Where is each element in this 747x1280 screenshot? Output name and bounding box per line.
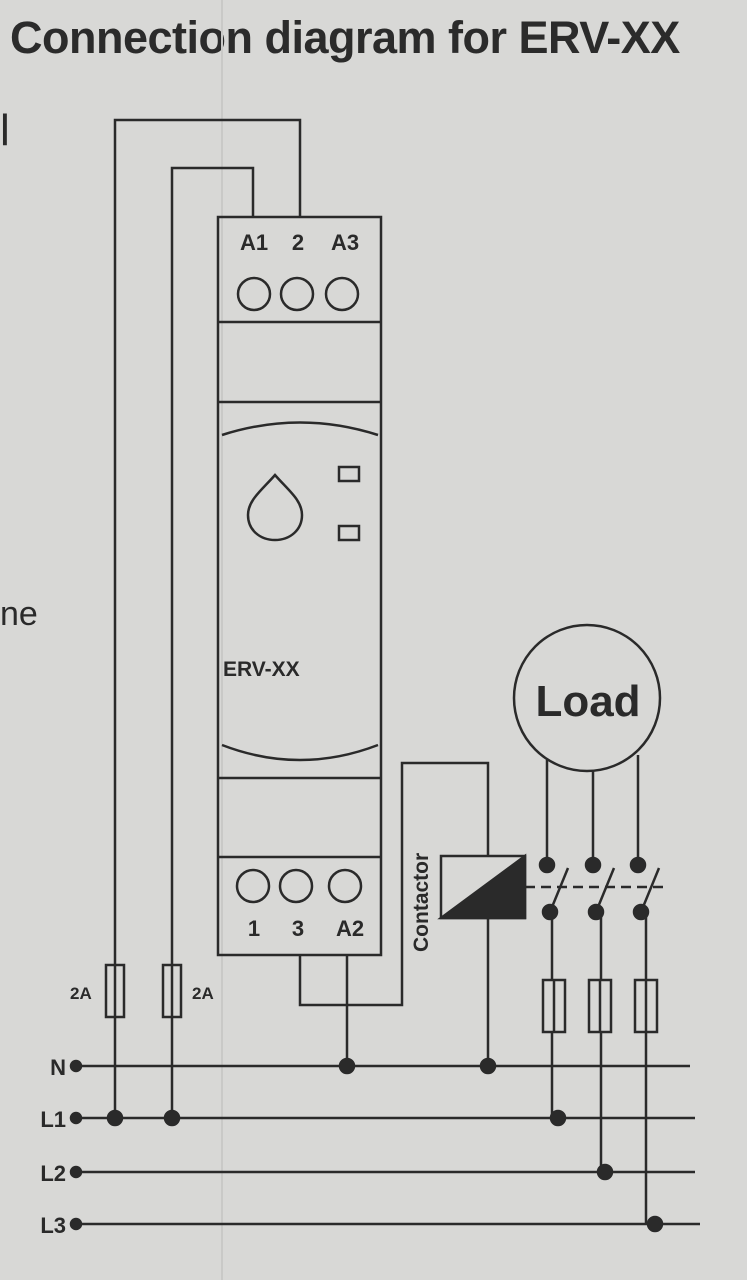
- load-label: Load: [535, 677, 640, 726]
- margin-fragment-middle: ne: [0, 595, 38, 633]
- load-feeders: [541, 912, 664, 1233]
- line-l1-label: L1: [40, 1107, 66, 1132]
- contactor-main-contacts: [525, 856, 664, 921]
- terminal-2-screw: [279, 276, 315, 312]
- line-n-label: N: [50, 1055, 66, 1080]
- page-title: Connection diagram for ERV-XX: [10, 12, 680, 63]
- control-fuses: 2A 2A: [70, 963, 214, 1019]
- terminal-2-label: 2: [292, 230, 304, 255]
- status-led-icon: [337, 524, 361, 542]
- device-name-label: ERV-XX: [223, 658, 300, 681]
- junction-dot: [106, 1109, 124, 1127]
- load: Load: [512, 623, 662, 865]
- terminal-3-screw: [278, 868, 314, 904]
- terminal-3-label: 3: [292, 916, 304, 941]
- margin-fragment-top: l: [0, 106, 10, 155]
- supply-bus: N L1 L2 L3: [40, 1055, 700, 1238]
- relay-device: A1 2 A3 ERV-XX 1 3 A2: [216, 215, 383, 957]
- junction-dot: [163, 1109, 181, 1127]
- front-cover-bottom-arc: [221, 743, 379, 762]
- setting-knob-icon: [246, 473, 304, 542]
- line-l3-label: L3: [40, 1213, 66, 1238]
- status-led-icon: [337, 465, 361, 483]
- terminal-a3-screw: [324, 276, 360, 312]
- terminal-a2-label: A2: [336, 916, 364, 941]
- junction-dot: [479, 1057, 497, 1075]
- contactor-label: Contactor: [410, 853, 433, 952]
- terminal-a1-label: A1: [240, 230, 268, 255]
- terminal-a2-screw: [327, 868, 363, 904]
- terminal-1-screw: [235, 868, 271, 904]
- fuse-right-rating: 2A: [192, 984, 214, 1003]
- terminal-1-label: 1: [248, 916, 260, 941]
- contactor-coil: Contactor: [410, 853, 527, 952]
- load-symbol: [512, 623, 662, 773]
- supply-wiring: [113, 118, 302, 1120]
- control-wiring: [298, 761, 497, 1075]
- junction-dot: [549, 1109, 567, 1127]
- junction-dot: [646, 1215, 664, 1233]
- line-l2-label: L2: [40, 1161, 66, 1186]
- junction-dot: [338, 1057, 356, 1075]
- front-cover-top-arc: [221, 421, 379, 437]
- device-outline: [216, 215, 383, 957]
- junction-dot: [596, 1163, 614, 1181]
- terminal-a3-label: A3: [331, 230, 359, 255]
- fuse-left-rating: 2A: [70, 984, 92, 1003]
- terminal-a1-screw: [236, 276, 272, 312]
